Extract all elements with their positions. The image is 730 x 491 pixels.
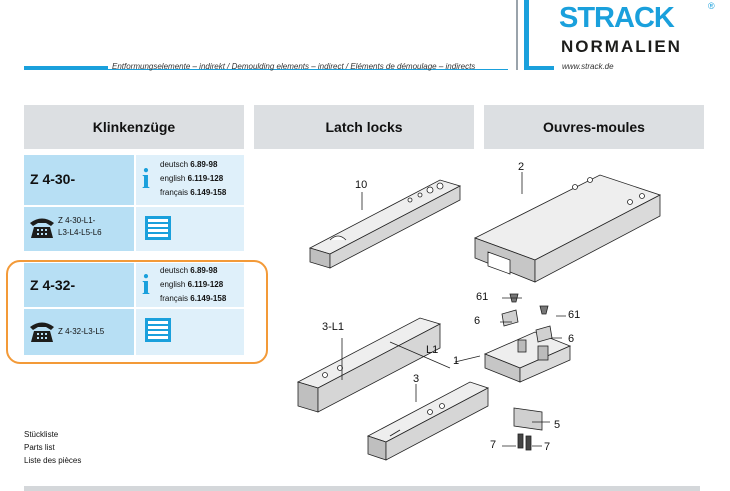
- latch-lock-drawing: 10 2 61 61 6 6 3-L1 L1 1 3 5 7 7: [296, 161, 662, 461]
- parts-list-heading: Stückliste Parts list Liste des pièces: [24, 428, 81, 467]
- product-code-cell: [24, 263, 134, 307]
- sub-code: Z 4-32-L3-L5: [58, 326, 104, 338]
- header-rule: [108, 69, 508, 70]
- column-header-latch-locks: Latch locks: [254, 105, 474, 149]
- logo-registered-mark: ®: [708, 1, 715, 11]
- l1-dimension-line: [389, 341, 451, 369]
- header-divider-blue: [524, 0, 529, 70]
- product-code[interactable]: Z 4-30-: [30, 171, 76, 187]
- part-3-bar: [366, 381, 490, 461]
- sub-code-line-1: Z 4-30-L1-: [58, 216, 96, 225]
- label-6: 6: [474, 315, 480, 327]
- parts-list-de: Stückliste: [24, 430, 59, 439]
- lang-english[interactable]: english 6.119-128: [160, 174, 224, 183]
- part-1-housing: [483, 331, 572, 383]
- label-7: 7: [544, 441, 550, 453]
- language-list: deutsch 6.89-98 english 6.119-128 frança…: [160, 158, 226, 200]
- header-divider-foot: [524, 66, 554, 70]
- parts-list-en: Parts list: [24, 443, 55, 452]
- header-accent-bar: [24, 66, 108, 70]
- part-7-pin: [517, 433, 524, 449]
- sub-code: Z 4-30-L1- L3-L4-L5-L6: [58, 215, 102, 239]
- part-7-pin: [525, 435, 532, 451]
- column-header-ouvres-moules: Ouvres-moules: [484, 105, 704, 149]
- language-cell: [136, 155, 244, 205]
- product-code[interactable]: Z 4-32-: [30, 277, 76, 293]
- part-6-insert: [501, 309, 519, 327]
- part-10-bar: [308, 179, 462, 269]
- website-link[interactable]: www.strack.de: [562, 62, 614, 71]
- label-6: 6: [568, 333, 574, 345]
- label-2: 2: [518, 161, 524, 173]
- label-10: 10: [355, 179, 367, 191]
- language-list: deutsch 6.89-98 english 6.119-128 frança…: [160, 264, 226, 306]
- label-3-l1: 3-L1: [322, 321, 344, 333]
- label-61: 61: [476, 291, 488, 303]
- logo-normalien: NORMALIEN: [561, 37, 682, 56]
- label-7: 7: [490, 439, 496, 451]
- label-3: 3: [413, 373, 419, 385]
- catalog-icon[interactable]: [144, 214, 172, 242]
- part-61-screw: [539, 305, 549, 315]
- parts-list-fr: Liste des pièces: [24, 456, 82, 465]
- lang-english[interactable]: english 6.119-128: [160, 280, 224, 289]
- info-icon: i: [142, 270, 150, 301]
- lang-deutsch[interactable]: deutsch 6.89-98: [160, 266, 218, 275]
- language-cell: [136, 263, 244, 307]
- label-l1: L1: [426, 344, 438, 356]
- part-3-l1-bar: [296, 317, 442, 413]
- phone-icon[interactable]: [28, 318, 56, 344]
- header-caption: Entformungselemente – indirekt / Demould…: [112, 62, 476, 71]
- lang-deutsch[interactable]: deutsch 6.89-98: [160, 160, 218, 169]
- selected-product-highlight: [6, 260, 268, 364]
- info-icon: i: [142, 164, 150, 195]
- header-divider-grey: [516, 0, 518, 70]
- part-2-block: [473, 174, 662, 283]
- catalog-icon[interactable]: [144, 316, 172, 344]
- lang-francais[interactable]: français 6.149-158: [160, 294, 227, 303]
- phone-icon[interactable]: [28, 214, 56, 240]
- logo-strack: STRACK: [559, 2, 675, 34]
- product-code-cell: [24, 155, 134, 205]
- table-header-strip: [24, 486, 700, 491]
- lang-francais[interactable]: français 6.149-158: [160, 188, 227, 197]
- label-1: 1: [453, 355, 459, 367]
- column-header-klinkenzuege: Klinkenzüge: [24, 105, 244, 149]
- part-5-plate: [513, 407, 543, 431]
- label-5: 5: [554, 419, 560, 431]
- label-61: 61: [568, 309, 580, 321]
- sub-code-line-2: L3-L4-L5-L6: [58, 228, 102, 237]
- sub-code-line-1: Z 4-32-L3-L5: [58, 327, 105, 336]
